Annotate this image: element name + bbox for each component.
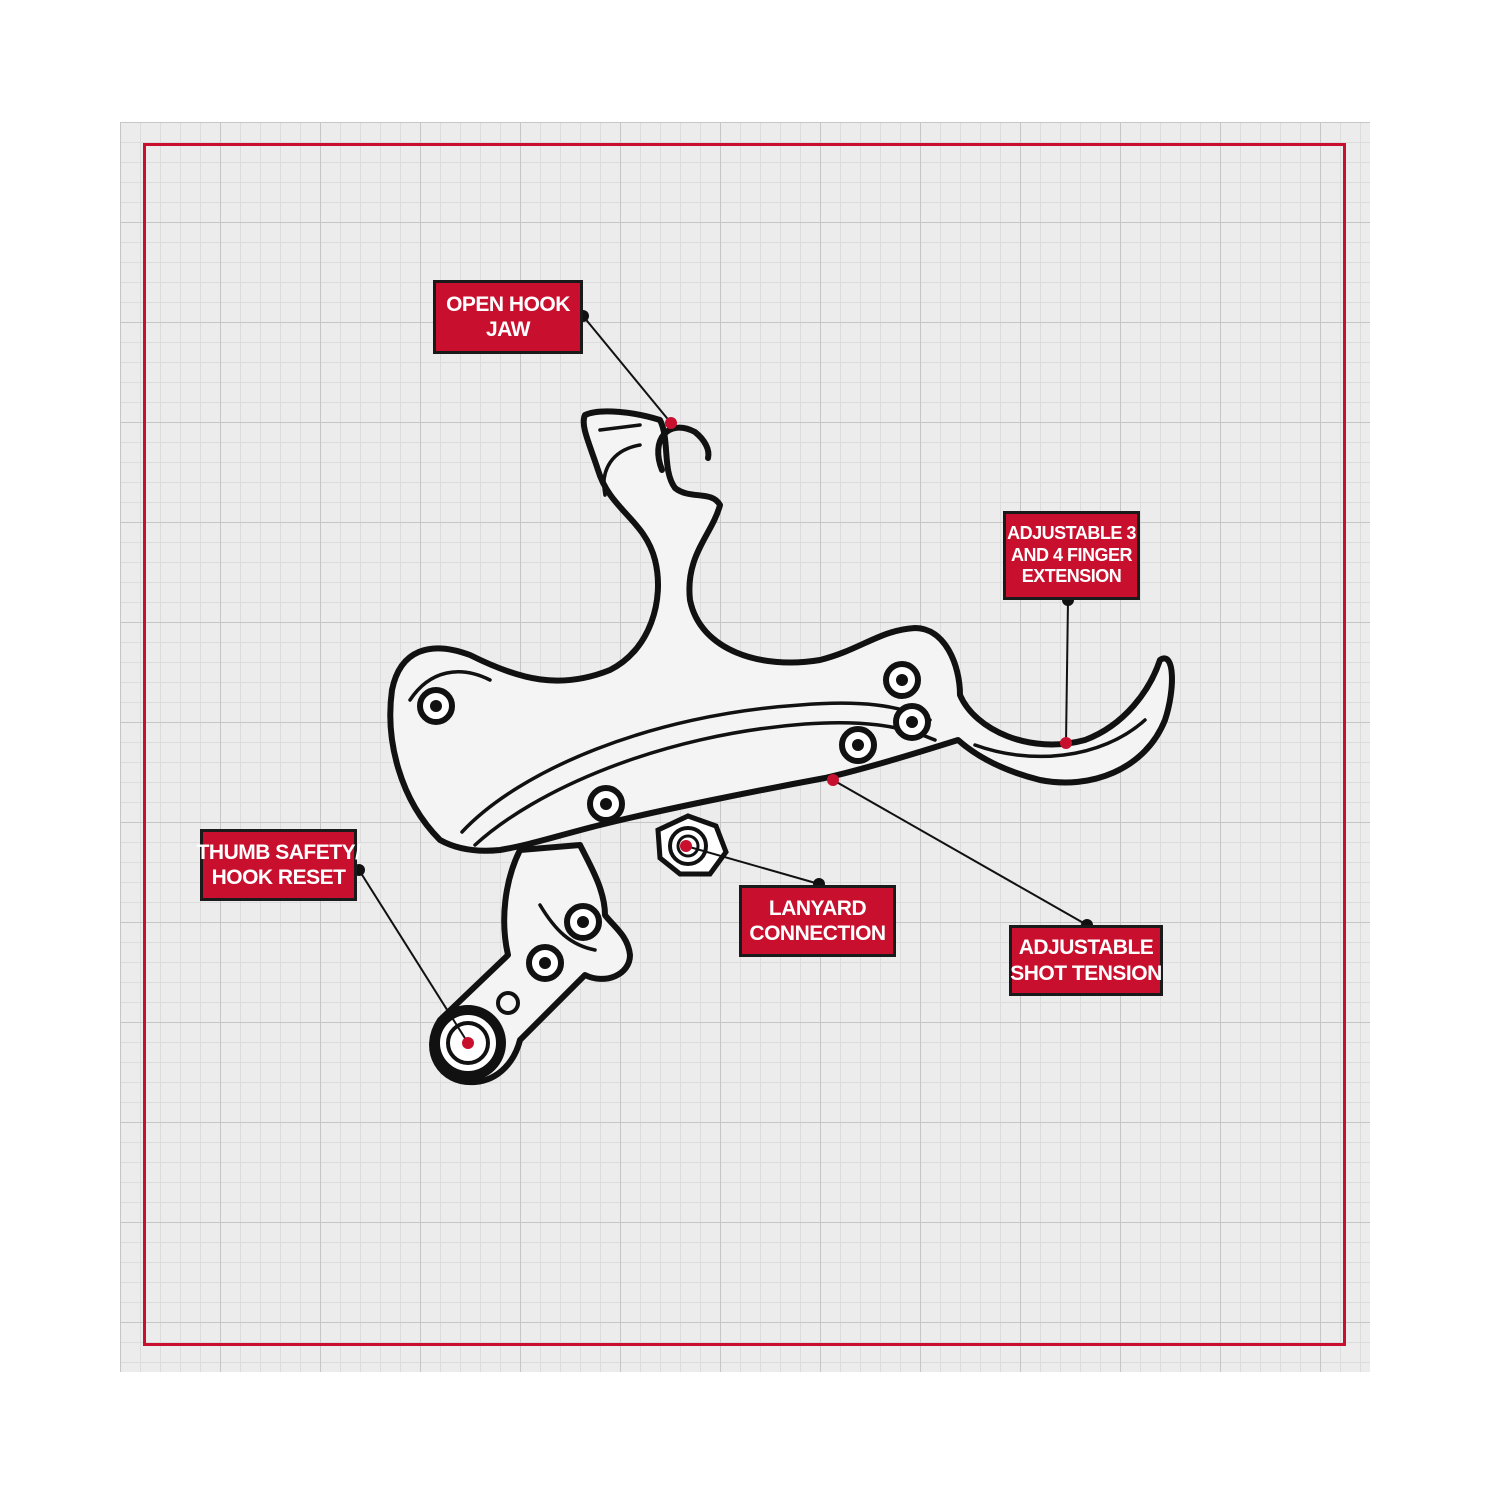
callout-text: LANYARD	[768, 896, 867, 920]
target-dot-tension	[827, 774, 839, 786]
target-dot-thumb	[462, 1037, 474, 1049]
callout-text: JAW	[485, 318, 531, 341]
target-dot-lanyard	[680, 840, 692, 852]
hook-jaw-tip	[655, 424, 712, 473]
release-main-body	[387, 408, 1175, 854]
callout-text: ADJUSTABLE 3	[1007, 523, 1136, 544]
callout-text: HOOK RESET	[211, 866, 346, 889]
callout-text: ADJUSTABLE	[1018, 936, 1154, 960]
callout-text: OPEN HOOK	[446, 292, 570, 316]
callout-finger-extension: ADJUSTABLE 3 AND 4 FINGER EXTENSION	[1003, 511, 1140, 600]
callout-text: SHOT TENSION	[1010, 961, 1162, 985]
target-dot-jaw	[665, 417, 677, 429]
callout-shot-tension: ADJUSTABLE SHOT TENSION	[1009, 925, 1163, 996]
callout-text: THUMB SAFETY/	[196, 840, 361, 864]
lanyard-nut	[655, 813, 729, 877]
red-border-frame	[143, 143, 1346, 1346]
callout-thumb-safety: THUMB SAFETY/ HOOK RESET	[197, 829, 361, 901]
callout-text: EXTENSION	[1021, 566, 1122, 587]
callout-text: AND 4 FINGER	[1010, 544, 1133, 565]
callout-lanyard-connection: LANYARD CONNECTION	[739, 885, 896, 957]
target-dot-extension	[1060, 737, 1072, 749]
callout-open-hook-jaw: OPEN HOOK JAW	[433, 280, 583, 354]
callout-text: CONNECTION	[749, 922, 886, 945]
